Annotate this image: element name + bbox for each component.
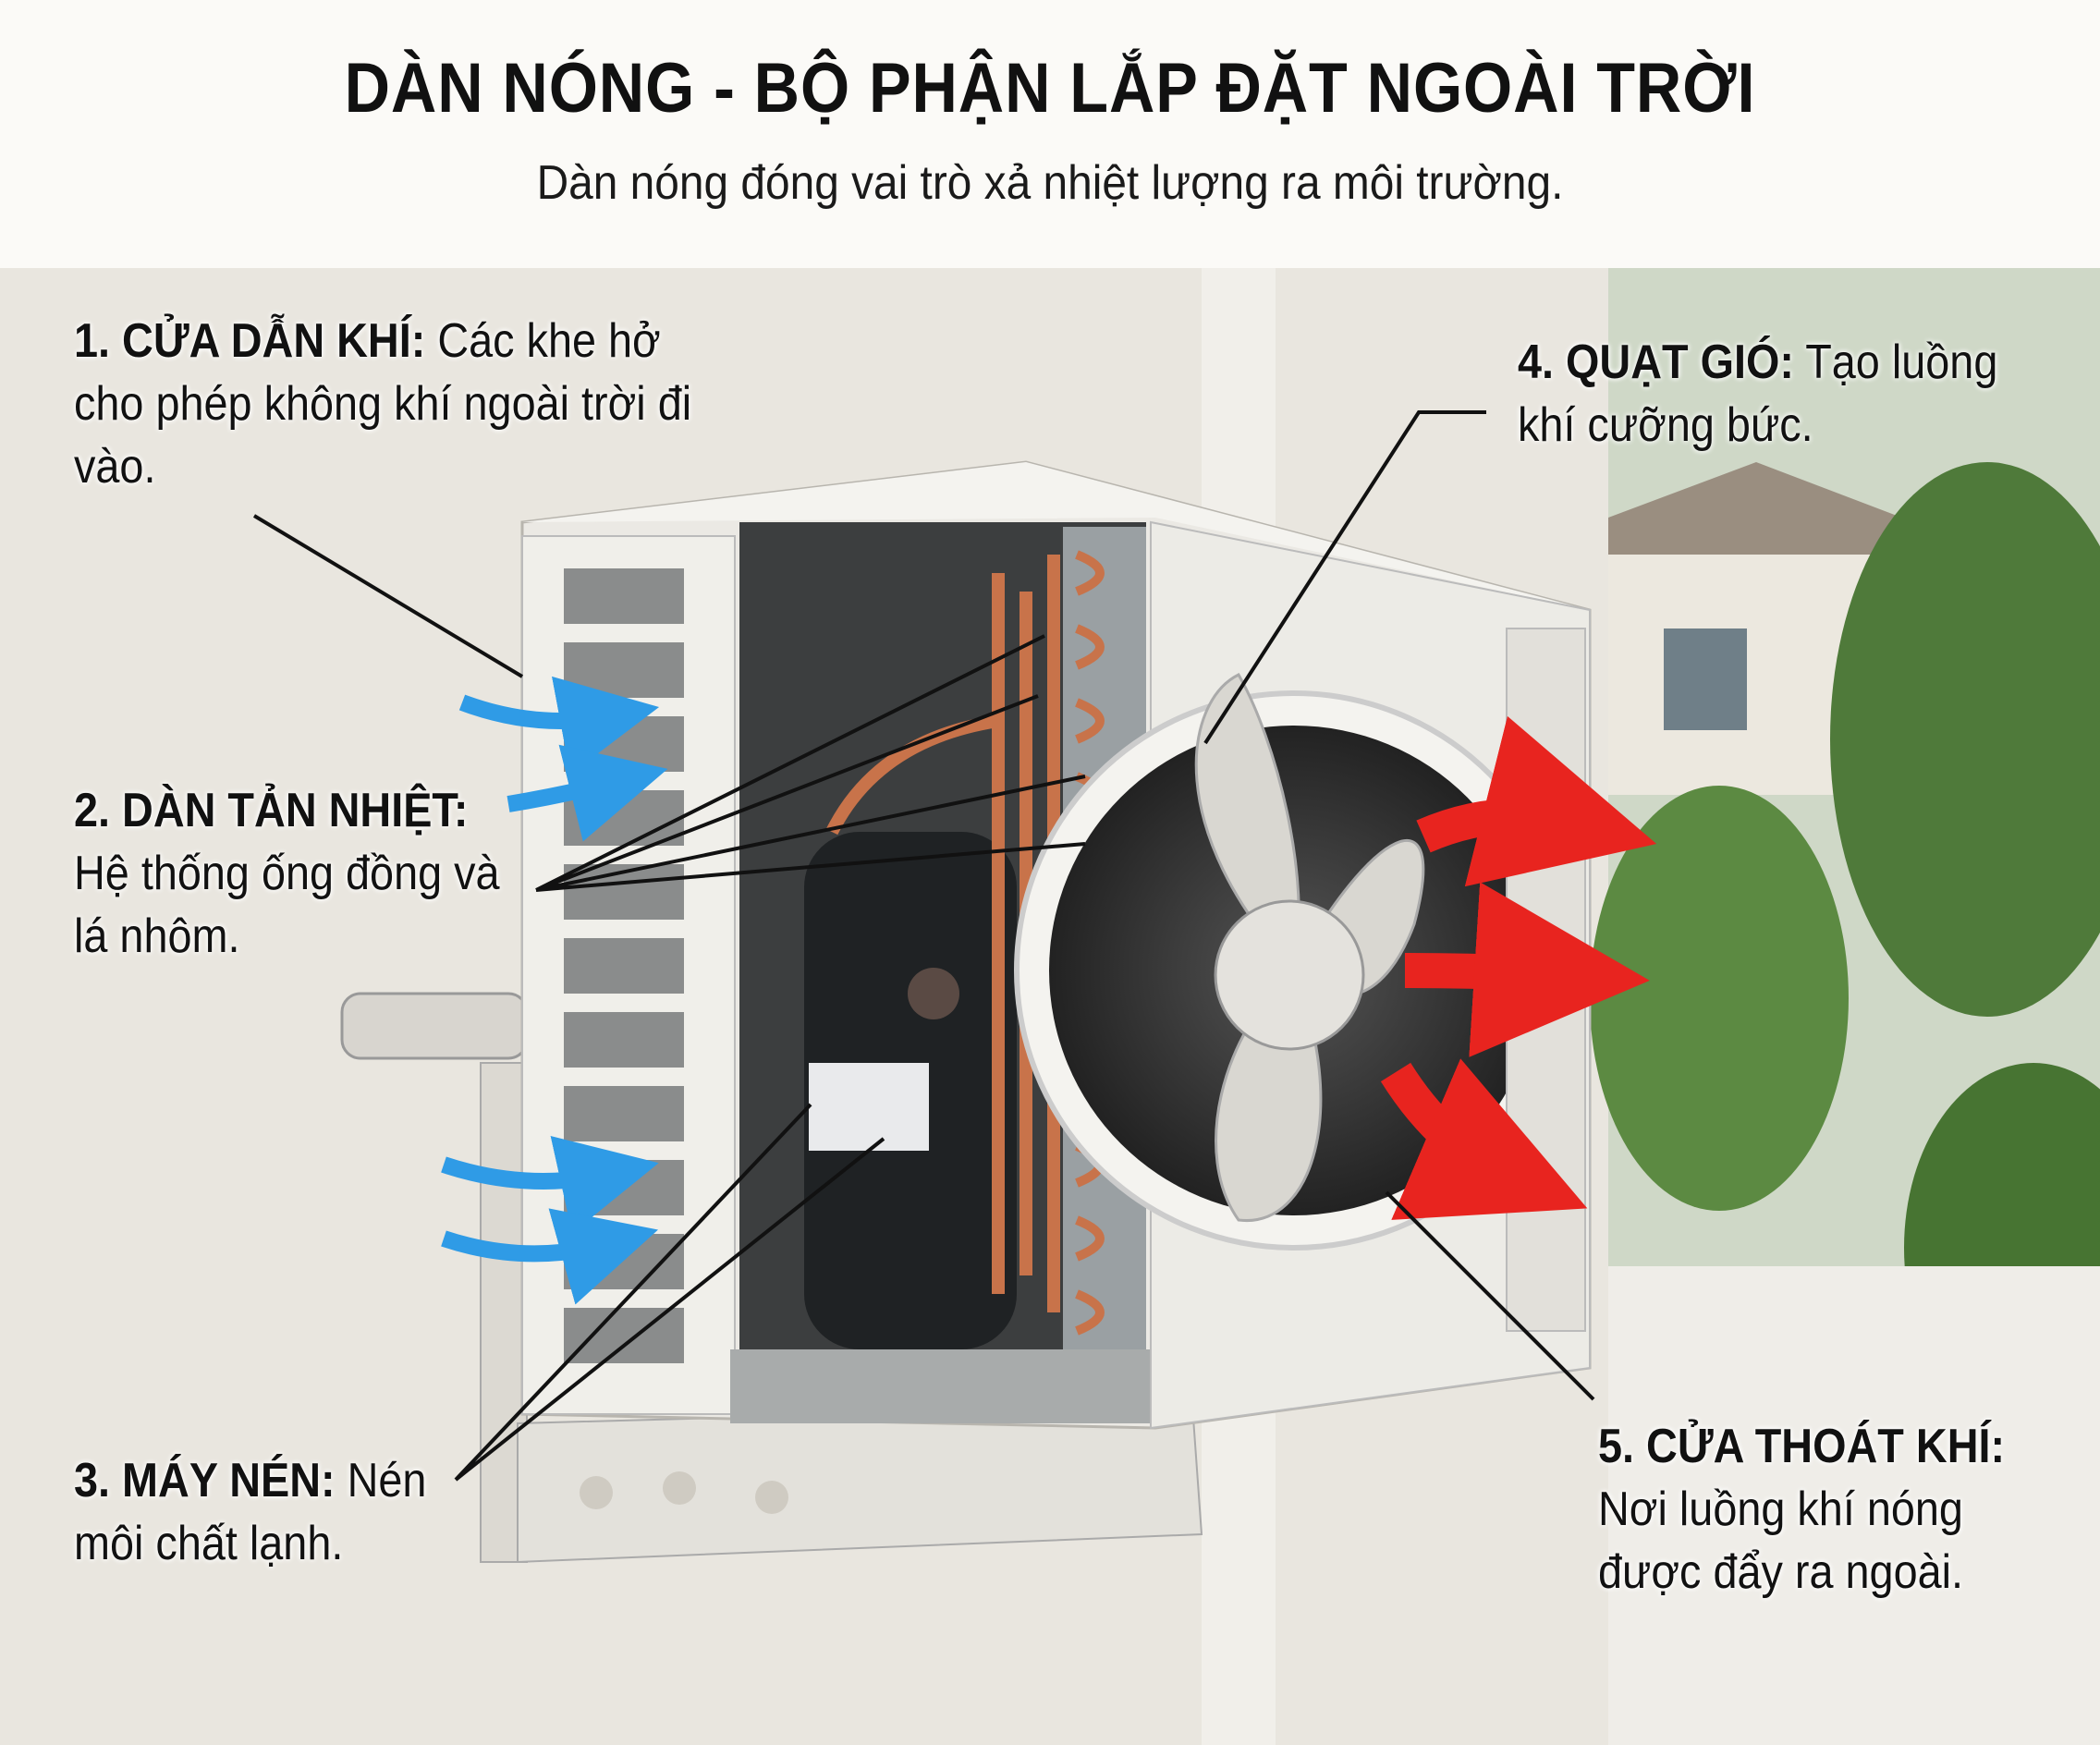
- label-air-intake: 1. CỬA DẪN KHÍ: Các khe hở cho phép khôn…: [74, 314, 692, 494]
- intake-arrows: [441, 676, 668, 1305]
- leader-line-4: [1203, 410, 1486, 745]
- leader-line-3: [454, 1103, 885, 1482]
- label-compressor: 3. MÁY NÉN: Nén môi chất lạnh.: [74, 1454, 427, 1570]
- exhaust-arrow: [1404, 882, 1650, 1057]
- label-condenser-coil: 2. DÀN TẢN NHIỆT: Hệ thống ống đồng và l…: [74, 784, 500, 963]
- fan-hub: [1214, 899, 1365, 1051]
- intake-arrow: [441, 1135, 659, 1234]
- leader-line-5: [1385, 1190, 1595, 1401]
- header: [0, 0, 2100, 268]
- exhaust-arrows: [1380, 715, 1657, 1220]
- label-fan: 4. QUẠT GIÓ: Tạo luồng khí cưỡng bức.: [1518, 336, 1998, 452]
- intake-arrow: [458, 676, 660, 775]
- leader-lines: [252, 410, 1595, 1482]
- exhaust-arrow: [1416, 715, 1657, 887]
- intake-arrow: [507, 744, 668, 842]
- page-title: DÀN NÓNG - BỘ PHẬN LẮP ĐẶT NGOÀI TRỜI: [344, 49, 1756, 128]
- leader-line-2: [535, 634, 1086, 892]
- intake-arrow: [441, 1208, 659, 1305]
- exhaust-arrow: [1380, 1058, 1588, 1220]
- page-subtitle: Dàn nóng đóng vai trò xả nhiệt lượng ra …: [536, 156, 1564, 210]
- label-air-outlet: 5. CỬA THOÁT KHÍ: Nơi luồng khí nóng đượ…: [1598, 1420, 2006, 1599]
- leader-line-1: [252, 514, 524, 678]
